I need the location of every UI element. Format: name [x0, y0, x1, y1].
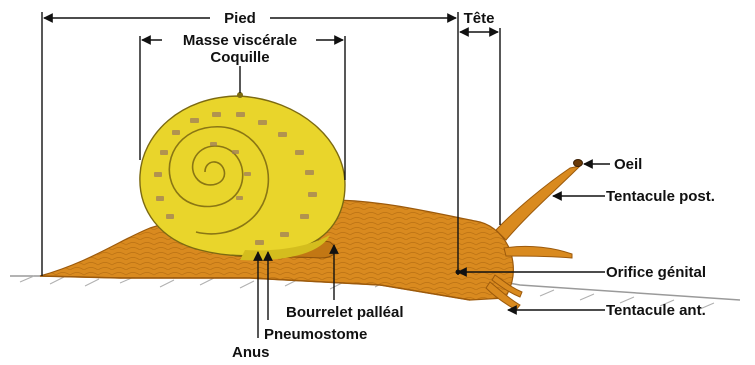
label-coquille: Coquille [210, 49, 269, 66]
label-orifice-genital: Orifice génital [606, 264, 706, 281]
label-masse-viscerale: Masse viscérale [183, 32, 297, 49]
label-tentacule-post: Tentacule post. [606, 188, 715, 205]
second-tentacle [504, 246, 572, 258]
posterior-tentacle [496, 166, 580, 240]
label-bourrelet-palleal: Bourrelet palléal [286, 304, 404, 321]
label-oeil: Oeil [614, 156, 642, 173]
label-pied: Pied [224, 10, 256, 27]
label-anus: Anus [232, 344, 270, 361]
shell [140, 92, 345, 260]
label-pneumostome: Pneumostome [264, 326, 367, 343]
eye [574, 160, 583, 167]
label-tentacule-ant: Tentacule ant. [606, 302, 706, 319]
label-tete: Tête [464, 10, 495, 27]
